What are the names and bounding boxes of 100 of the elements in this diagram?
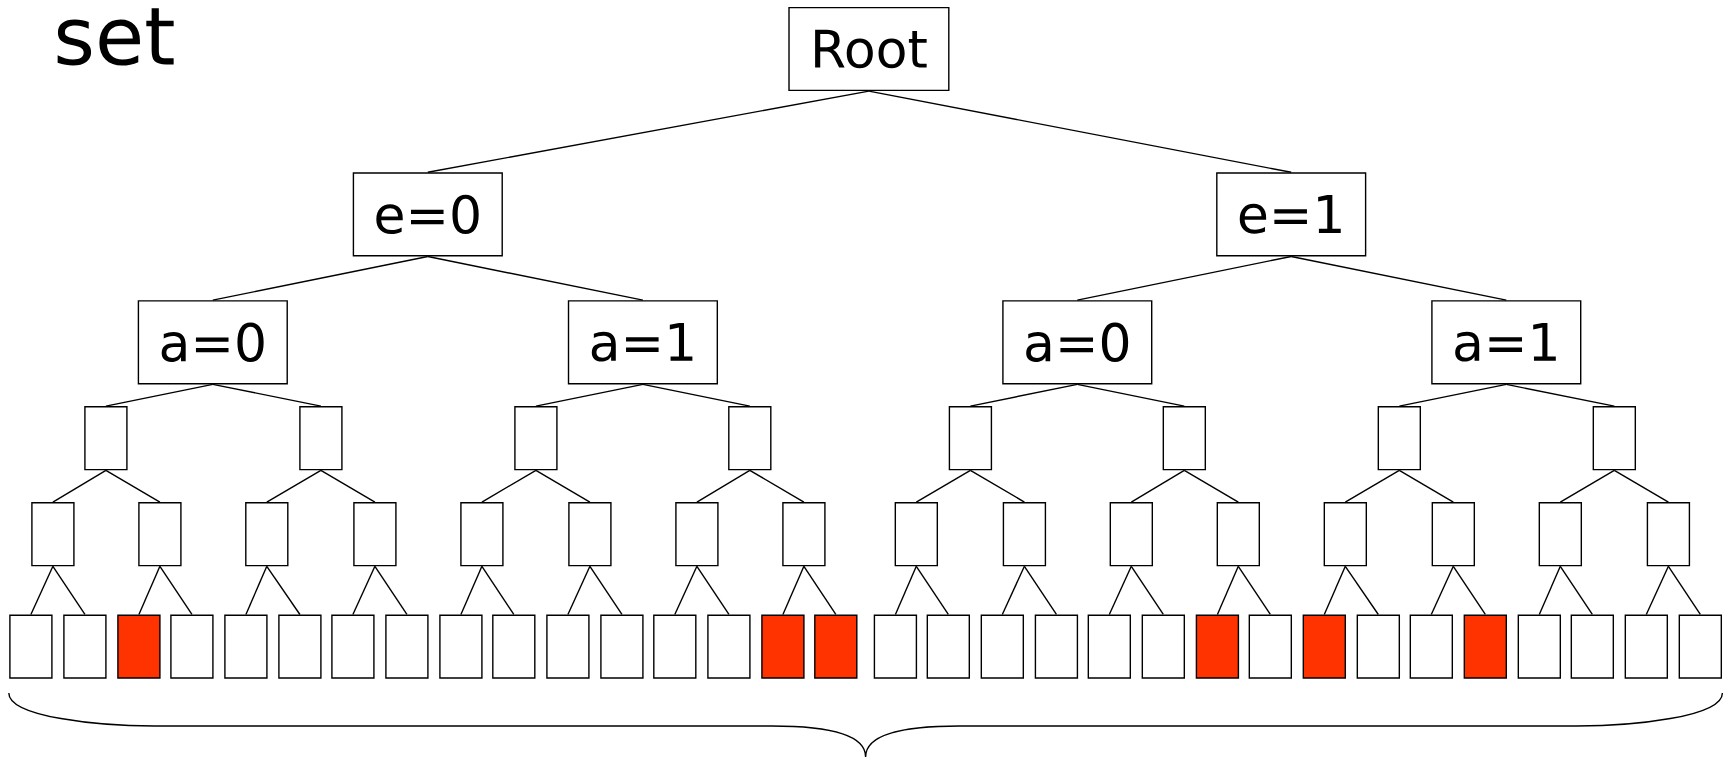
empty-box xyxy=(1141,614,1185,679)
empty-box xyxy=(1517,614,1561,679)
empty-box xyxy=(782,502,826,567)
branch-line xyxy=(589,565,623,616)
branch-line xyxy=(105,383,214,407)
branch-line xyxy=(1076,255,1292,301)
empty-box xyxy=(138,502,182,567)
empty-box xyxy=(894,502,938,567)
empty-box xyxy=(84,406,128,471)
empty-box xyxy=(1002,502,1047,567)
empty-box xyxy=(439,614,483,679)
label-box: a=1 xyxy=(1431,300,1582,385)
filled-box xyxy=(814,614,858,679)
branch-line xyxy=(535,469,591,503)
empty-box xyxy=(1216,502,1260,567)
branch-line xyxy=(1559,565,1593,616)
branch-line xyxy=(1108,565,1132,616)
heading: set xyxy=(57,8,174,66)
branch-line xyxy=(1344,565,1379,616)
branch-line xyxy=(52,565,86,616)
branch-line xyxy=(696,565,730,616)
branch-line xyxy=(159,565,193,616)
label-box: a=0 xyxy=(1002,300,1153,385)
branch-line xyxy=(915,565,949,616)
branch-line xyxy=(212,255,429,301)
branch-line xyxy=(1237,565,1271,616)
empty-box xyxy=(728,406,772,471)
empty-box xyxy=(546,614,590,679)
branch-line xyxy=(1023,565,1058,616)
empty-box xyxy=(926,614,970,679)
empty-box xyxy=(1570,614,1614,679)
branch-line xyxy=(266,469,322,503)
empty-box xyxy=(1087,614,1131,679)
empty-box xyxy=(1377,406,1421,471)
empty-box xyxy=(278,614,322,679)
empty-box xyxy=(568,502,612,567)
empty-box xyxy=(1248,614,1292,679)
empty-box xyxy=(1592,406,1636,471)
empty-box xyxy=(492,614,536,679)
empty-box xyxy=(707,614,751,679)
branch-line xyxy=(1130,565,1164,616)
empty-box xyxy=(170,614,214,679)
branch-line xyxy=(460,565,483,616)
branch-line xyxy=(266,565,301,616)
empty-box xyxy=(224,614,268,679)
branch-line xyxy=(427,255,644,301)
filled-box xyxy=(1302,614,1346,679)
empty-box xyxy=(1409,614,1453,679)
branch-line xyxy=(245,565,268,616)
branch-line xyxy=(1559,469,1615,503)
branch-line xyxy=(320,469,376,503)
branch-line xyxy=(352,565,376,616)
branch-line xyxy=(1344,469,1400,503)
branch-line xyxy=(535,383,644,407)
branch-line xyxy=(803,565,837,616)
branch-line xyxy=(212,383,322,407)
branch-line xyxy=(481,565,515,616)
branch-line xyxy=(567,565,591,616)
empty-box xyxy=(1646,502,1691,567)
branch-line xyxy=(969,383,1078,407)
branch-line xyxy=(1505,383,1615,407)
label-box: e=1 xyxy=(1216,172,1367,257)
empty-box xyxy=(1323,502,1367,567)
branch-line xyxy=(782,565,805,616)
branch-line xyxy=(1613,469,1670,503)
branch-line xyxy=(374,565,408,616)
label-box: e=0 xyxy=(352,172,503,257)
branch-line xyxy=(674,565,698,616)
empty-box xyxy=(31,502,75,567)
branch-line xyxy=(1667,565,1701,616)
empty-box xyxy=(948,406,993,471)
empty-box xyxy=(299,406,343,471)
empty-box xyxy=(1538,502,1582,567)
branch-line xyxy=(696,469,751,503)
empty-box xyxy=(1678,614,1722,679)
empty-box xyxy=(9,614,53,679)
branch-line xyxy=(1290,255,1507,301)
branch-line xyxy=(1398,469,1454,503)
branch-line xyxy=(642,383,751,407)
branch-line xyxy=(1130,469,1185,503)
branch-line xyxy=(1430,565,1454,616)
empty-box xyxy=(1431,502,1475,567)
empty-box xyxy=(1109,502,1153,567)
empty-box xyxy=(1162,406,1206,471)
empty-box xyxy=(353,502,397,567)
empty-box xyxy=(1624,614,1668,679)
empty-box xyxy=(331,614,375,679)
branch-line xyxy=(969,469,1026,503)
label-box: a=0 xyxy=(137,300,288,385)
branch-line xyxy=(138,565,161,616)
branch-line xyxy=(427,90,870,173)
filled-box xyxy=(117,614,161,679)
branch-line xyxy=(105,469,161,503)
empty-box xyxy=(63,614,107,679)
branch-line xyxy=(749,469,805,503)
filled-box xyxy=(1195,614,1240,679)
empty-box xyxy=(1356,614,1400,679)
label-box: Root xyxy=(788,6,950,92)
branch-line xyxy=(30,565,54,616)
branch-line xyxy=(52,469,107,503)
